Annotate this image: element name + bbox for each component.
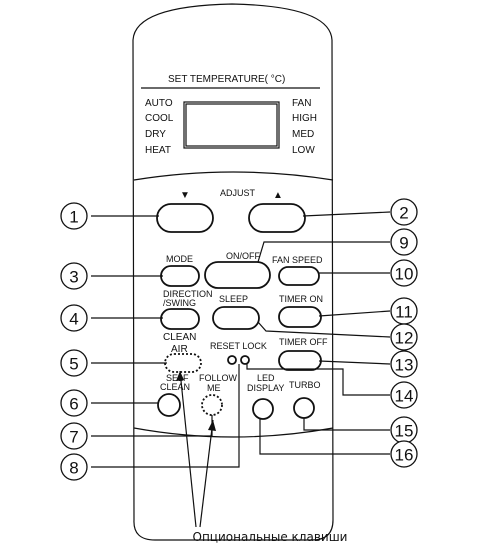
follow-me-button[interactable] xyxy=(201,394,223,416)
svg-text:5: 5 xyxy=(69,355,78,374)
turbo-button[interactable] xyxy=(293,397,315,419)
leader-9 xyxy=(257,241,390,263)
timer-off-button[interactable] xyxy=(278,350,322,371)
callout-3: 3 xyxy=(60,262,88,290)
follow-me-label-1: FOLLOW xyxy=(199,373,238,383)
lock-button[interactable] xyxy=(240,355,250,365)
follow-me-label-2: ME xyxy=(207,383,221,393)
self-clean-label-2: CLEAN xyxy=(160,382,190,392)
optional-arrow-right-head xyxy=(208,420,216,431)
fan-level-low: LOW xyxy=(292,145,315,156)
adjust-down-button[interactable] xyxy=(156,203,214,233)
onoff-label: ON/OFF xyxy=(226,251,260,261)
sleep-label: SLEEP xyxy=(219,294,248,304)
timer-off-label: TIMER OFF xyxy=(279,337,328,347)
upper-separator-arc xyxy=(133,171,334,181)
timer-on-label: TIMER ON xyxy=(279,294,323,304)
callout-16: 16 xyxy=(390,440,418,468)
leader-7 xyxy=(91,415,213,437)
optional-keys-caption: Опциональные клавиши xyxy=(193,530,348,544)
led-display-label-1: LED xyxy=(257,373,275,383)
lower-separator-arc xyxy=(133,427,334,438)
svg-text:7: 7 xyxy=(69,428,78,447)
leader-8 xyxy=(91,364,240,468)
display-window-inner xyxy=(185,103,278,147)
svg-text:16: 16 xyxy=(395,446,414,465)
optional-arrow-right xyxy=(199,419,214,528)
callout-10: 10 xyxy=(390,259,418,287)
svg-text:15: 15 xyxy=(395,422,414,441)
self-clean-button[interactable] xyxy=(157,393,181,417)
svg-text:1: 1 xyxy=(69,208,78,227)
callout-15: 15 xyxy=(390,416,418,444)
leader-14 xyxy=(246,364,390,396)
svg-text:6: 6 xyxy=(69,395,78,414)
mode-dry: DRY xyxy=(145,129,166,140)
leader-11 xyxy=(318,310,391,317)
callout-14: 14 xyxy=(390,381,418,409)
turbo-label: TURBO xyxy=(289,380,321,390)
svg-text:13: 13 xyxy=(395,356,414,375)
callout-12: 12 xyxy=(390,323,418,351)
down-arrow-label: ▼ xyxy=(180,190,190,201)
svg-text:9: 9 xyxy=(399,234,408,253)
clean-air-button[interactable] xyxy=(164,353,202,373)
fan-speed-label: FAN SPEED xyxy=(272,255,323,265)
callout-2: 2 xyxy=(390,198,418,226)
callout-1: 1 xyxy=(60,202,88,230)
optional-arrow-left xyxy=(179,370,197,528)
direction-swing-button[interactable] xyxy=(160,308,200,330)
up-arrow-label: ▲ xyxy=(273,190,283,201)
callout-9: 9 xyxy=(390,228,418,256)
clean-air-label-1: CLEAN xyxy=(163,332,196,343)
svg-text:4: 4 xyxy=(69,310,78,329)
callout-4: 4 xyxy=(60,304,88,332)
svg-text:8: 8 xyxy=(69,459,78,478)
svg-text:2: 2 xyxy=(399,204,408,223)
adjust-label: ADJUST xyxy=(220,188,256,198)
led-display-label-2: DISPLAY xyxy=(247,383,284,393)
direction-label-1: DIRECTION xyxy=(163,289,213,299)
leader-13 xyxy=(318,360,391,365)
svg-text:3: 3 xyxy=(69,268,78,287)
fan-level-fan: FAN xyxy=(292,98,311,109)
remote-body xyxy=(132,3,334,541)
onoff-button[interactable] xyxy=(204,261,271,289)
callout-5: 5 xyxy=(60,349,88,377)
led-display-button[interactable] xyxy=(252,398,274,420)
callout-6: 6 xyxy=(60,389,88,417)
reset-button[interactable] xyxy=(227,355,237,365)
mode-label: MODE xyxy=(166,254,193,264)
callout-11: 11 xyxy=(390,297,418,325)
display-title: SET TEMPERATURE( °C) xyxy=(168,74,285,85)
reset-lock-label: RESET LOCK xyxy=(210,341,267,351)
sleep-button[interactable] xyxy=(212,306,260,330)
timer-on-button[interactable] xyxy=(278,306,322,328)
optional-arrow-left-head xyxy=(176,371,184,381)
fan-level-med: MED xyxy=(292,129,314,140)
mode-auto: AUTO xyxy=(145,98,173,109)
leader-16 xyxy=(259,419,390,455)
leader-2 xyxy=(302,211,391,217)
fan-speed-button[interactable] xyxy=(278,266,320,286)
clean-air-label-2: AIR xyxy=(171,344,188,355)
display-window xyxy=(183,101,280,149)
leader-15 xyxy=(303,418,390,431)
callout-7: 7 xyxy=(60,422,88,450)
mode-button[interactable] xyxy=(160,265,200,287)
svg-text:12: 12 xyxy=(395,329,414,348)
adjust-up-button[interactable] xyxy=(248,203,306,233)
mode-heat: HEAT xyxy=(145,145,171,156)
svg-text:10: 10 xyxy=(395,265,414,284)
svg-text:14: 14 xyxy=(395,387,414,406)
fan-level-high: HIGH xyxy=(292,113,317,124)
mode-cool: COOL xyxy=(145,113,174,124)
direction-label-2: /SWING xyxy=(163,298,196,308)
leader-12 xyxy=(257,321,391,338)
callout-13: 13 xyxy=(390,350,418,378)
svg-text:11: 11 xyxy=(395,303,413,322)
callout-8: 8 xyxy=(60,453,88,481)
